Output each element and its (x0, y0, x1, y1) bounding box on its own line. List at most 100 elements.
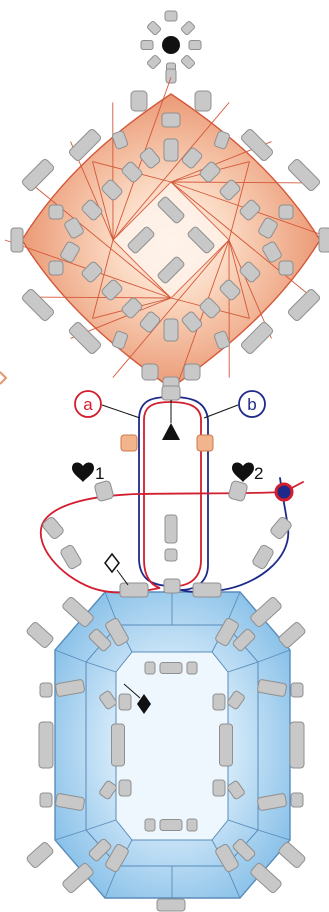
blue-crystal (26, 591, 306, 912)
orange-outer-bead (287, 158, 321, 192)
orange-outer-bead (194, 90, 212, 112)
facet-line (257, 829, 291, 841)
orange-ring-bead (163, 138, 179, 162)
right-arc-bead-1 (270, 516, 292, 540)
facet-line (170, 181, 312, 298)
orange-ring-bead (239, 199, 261, 221)
facet-line (54, 829, 87, 841)
blue-bead (290, 682, 304, 698)
blue-bead (105, 618, 129, 646)
top-bead-cluster (140, 10, 202, 84)
small-beads-ring (140, 10, 202, 84)
orange-ring-bead (278, 204, 294, 220)
blue-bead (39, 792, 53, 808)
blue-bead (62, 597, 94, 627)
tiny-bead (165, 68, 177, 84)
facet-line (257, 649, 291, 663)
blue-bead (99, 690, 117, 710)
label-b-leader (203, 404, 239, 419)
left-arc-bead-1 (42, 516, 64, 540)
orange-outer-bead (183, 363, 201, 381)
facet-line (85, 661, 117, 673)
loop-center-bead (164, 514, 178, 544)
orange-ring-bead (199, 297, 221, 319)
annotations: a b 1 2 (0, 371, 266, 714)
orange-ring-bead (199, 161, 221, 183)
blue-bead (118, 693, 132, 711)
facet-line (92, 161, 114, 241)
left-arc-bead-3 (119, 582, 149, 598)
blue-bead (88, 838, 112, 862)
blue-crystal-table (115, 651, 229, 841)
orange-outer-bead (130, 90, 148, 112)
orange-ring-bead (127, 226, 155, 254)
orange-ring-bead (181, 311, 203, 333)
orange-crystal (4, 77, 329, 403)
orange-ring-bead (101, 179, 123, 201)
blue-bead (159, 819, 183, 831)
orange-ring-bead (60, 241, 80, 263)
orange-ring-bead (163, 318, 179, 342)
orange-ring-bead (213, 130, 231, 150)
orange-outer-bead (21, 158, 55, 192)
blue-bead (144, 661, 156, 675)
heart-2-bead (228, 480, 248, 502)
blue-bead (227, 690, 245, 710)
orange-outer-bead (240, 128, 274, 162)
center-dot-icon (162, 36, 180, 54)
orange-outer-bead (141, 363, 159, 381)
thread-beads (42, 385, 292, 598)
hollow-diamond-icon (104, 552, 120, 574)
facet-line (170, 181, 312, 184)
facet-line (227, 661, 259, 673)
left-arc-bead-2 (60, 544, 82, 570)
tiny-bead (140, 40, 154, 50)
facet-line (85, 819, 117, 831)
blue-bead (257, 793, 287, 811)
orange-outer-bead (68, 128, 102, 162)
blue-bead (257, 679, 287, 697)
blue-facet-lines (54, 591, 291, 899)
blue-bead (159, 662, 183, 674)
tiny-bead (147, 54, 162, 69)
side-arrow-icon (0, 371, 8, 385)
orange-outer-bead (68, 321, 102, 355)
orange-left-bead (120, 434, 138, 452)
orange-ring-bead (121, 161, 143, 183)
label-b-circle (238, 390, 266, 418)
orange-ring-bead (262, 241, 282, 263)
blue-bead (215, 844, 239, 872)
blue-bead (26, 842, 54, 868)
loop-bottom-bead (163, 578, 181, 594)
orange-ring-bead (219, 279, 241, 301)
facet-line (112, 239, 230, 378)
loop-top-bead (161, 385, 181, 401)
blue-bead (111, 723, 125, 767)
blue-bead (215, 618, 239, 646)
blue-bead (88, 628, 112, 652)
orange-outer-bead (318, 227, 329, 253)
right-arc-bead-3 (192, 582, 222, 598)
orange-ring-bead (278, 260, 294, 276)
blue-bead (250, 863, 282, 893)
facet-line (112, 102, 230, 241)
blue-bead (144, 818, 156, 832)
orange-ring-bead (239, 261, 261, 283)
orange-ring-bead (219, 179, 241, 201)
facet-line (228, 239, 250, 319)
tiny-bead (164, 10, 178, 22)
filled-diamond-leader (123, 683, 141, 699)
blue-bead (99, 780, 117, 800)
blue-bead (55, 679, 85, 697)
tiny-bead (147, 21, 162, 36)
orange-ring-bead (157, 196, 185, 224)
orange-outer-bead (161, 112, 181, 128)
orange-ring-bead (111, 330, 129, 350)
facet-line (30, 296, 172, 299)
orange-ring-bead (181, 147, 203, 169)
orange-ring-bead (139, 311, 161, 333)
orange-ring-bead (48, 260, 64, 276)
facet-line (30, 182, 172, 299)
triangle-marker-icon (162, 423, 180, 440)
blue-bead (55, 793, 85, 811)
